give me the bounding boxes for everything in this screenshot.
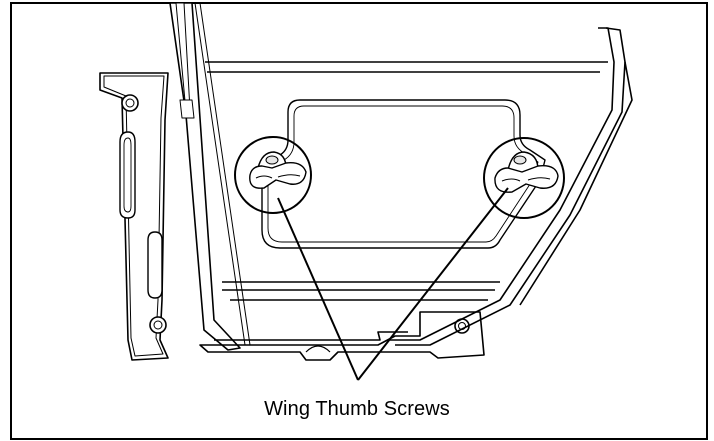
- vertical-rail: [169, 2, 251, 351]
- leader-line-right: [357, 187, 509, 381]
- recessed-panel: [261, 99, 546, 249]
- figure-border: [10, 2, 708, 440]
- callout-label: Wing Thumb Screws: [264, 398, 450, 420]
- wing-thumb-screw-right: [483, 137, 565, 219]
- wing-thumb-screw-left: [234, 136, 312, 214]
- callout-leader-lines: [277, 187, 509, 381]
- leader-line-left: [277, 197, 359, 381]
- tray-body: [199, 27, 633, 361]
- left-bracket-plate: [99, 72, 169, 361]
